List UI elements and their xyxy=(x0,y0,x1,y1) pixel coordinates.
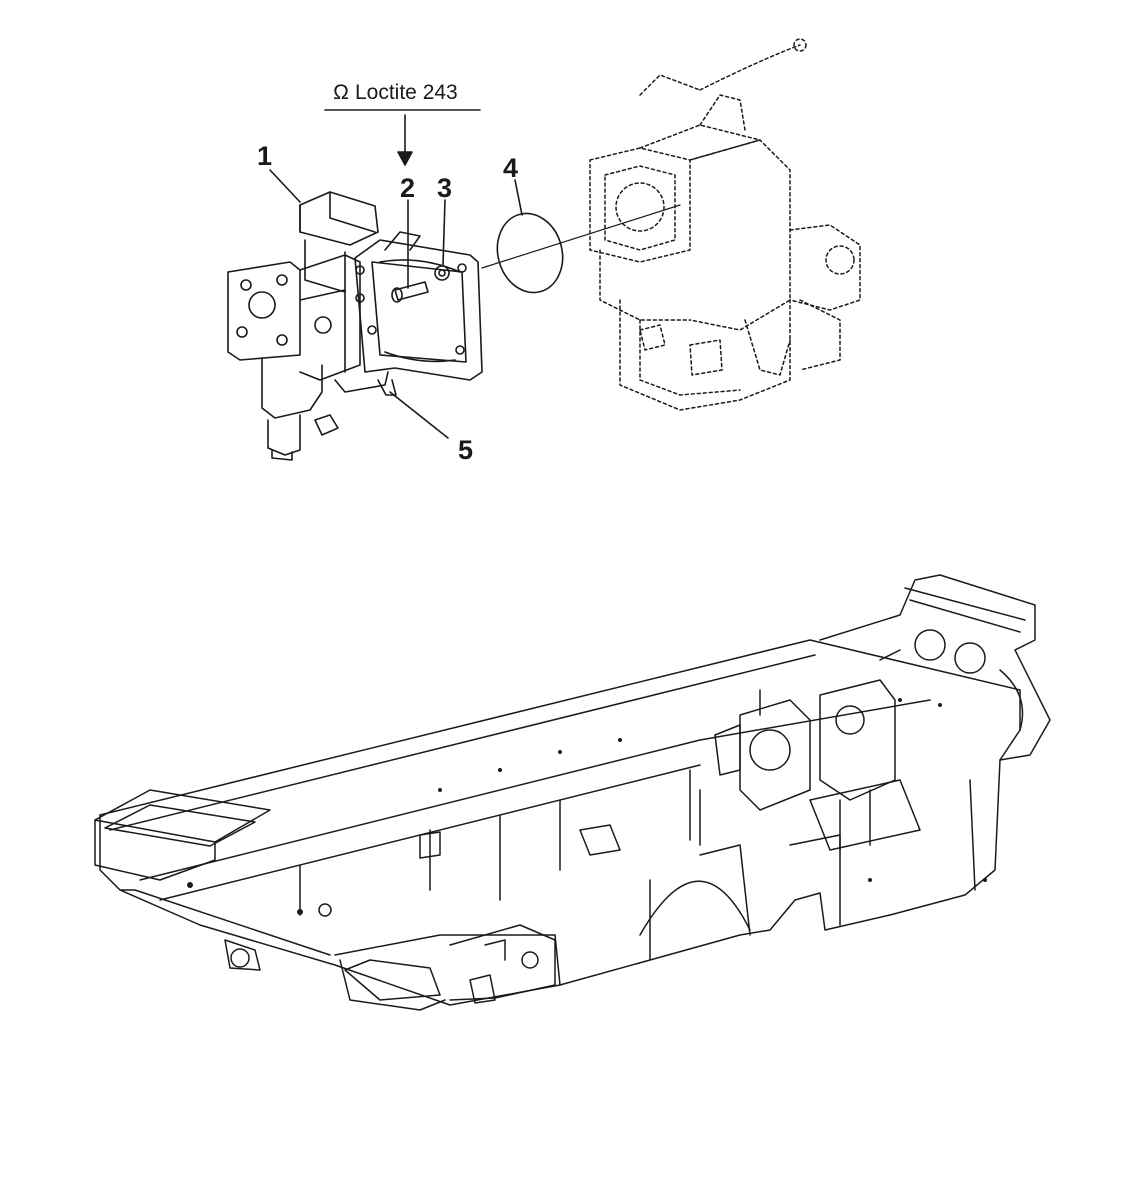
callout-1: 1 xyxy=(257,141,273,171)
callout-3: 3 xyxy=(437,173,453,203)
transmission-housing xyxy=(589,38,861,411)
callout-2: 2 xyxy=(400,173,416,203)
bolt-2 xyxy=(391,281,429,303)
machine-chassis-frame xyxy=(94,574,1051,1011)
callout-5: 5 xyxy=(458,435,474,465)
hydraulic-pump xyxy=(227,191,483,461)
thread-locker-label: Loctite 243 xyxy=(354,81,458,104)
thread-locker-note: Ω Loctite 243 xyxy=(333,82,458,103)
o-ring-4 xyxy=(496,212,564,294)
washer-3 xyxy=(434,265,450,281)
frame-holes xyxy=(187,698,987,917)
leader-lines xyxy=(269,109,523,439)
assembly-axis-line xyxy=(481,204,681,269)
callout-4: 4 xyxy=(503,153,519,183)
thread-locker-drop-icon: Ω xyxy=(333,81,350,104)
